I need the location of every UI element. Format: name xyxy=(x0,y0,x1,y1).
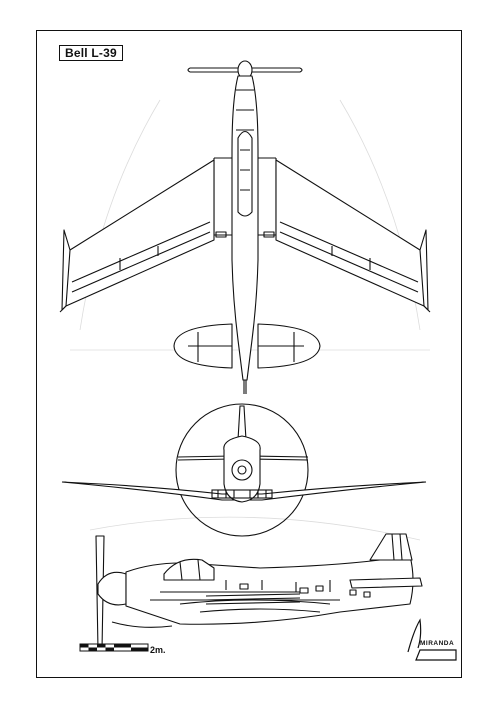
side-tailplane xyxy=(349,577,423,589)
aircraft-title: Bell L-39 xyxy=(65,46,117,60)
side-fuselage xyxy=(125,555,414,625)
side-view xyxy=(95,533,423,651)
scale-bar xyxy=(79,643,149,652)
front-view xyxy=(61,403,427,537)
top-view xyxy=(59,60,431,394)
front-spinner xyxy=(231,459,253,481)
front-fin xyxy=(237,405,247,441)
front-tailplane xyxy=(177,455,309,461)
top-canopy xyxy=(237,130,253,217)
side-canopy xyxy=(163,558,215,581)
front-fuselage xyxy=(223,435,261,503)
signature-mark xyxy=(407,618,457,661)
side-exhaust-stripes xyxy=(205,593,301,605)
top-right-wing xyxy=(275,159,425,307)
signature-text: MIRANDA xyxy=(420,640,455,647)
front-propeller-disc xyxy=(175,403,309,537)
top-left-wing xyxy=(65,159,215,307)
aircraft-title-box: Bell L-39 xyxy=(59,45,123,61)
scale-label: 2m. xyxy=(150,645,166,655)
side-fin xyxy=(369,533,413,561)
top-fuselage xyxy=(231,75,259,381)
front-radiator-intake xyxy=(211,489,273,499)
